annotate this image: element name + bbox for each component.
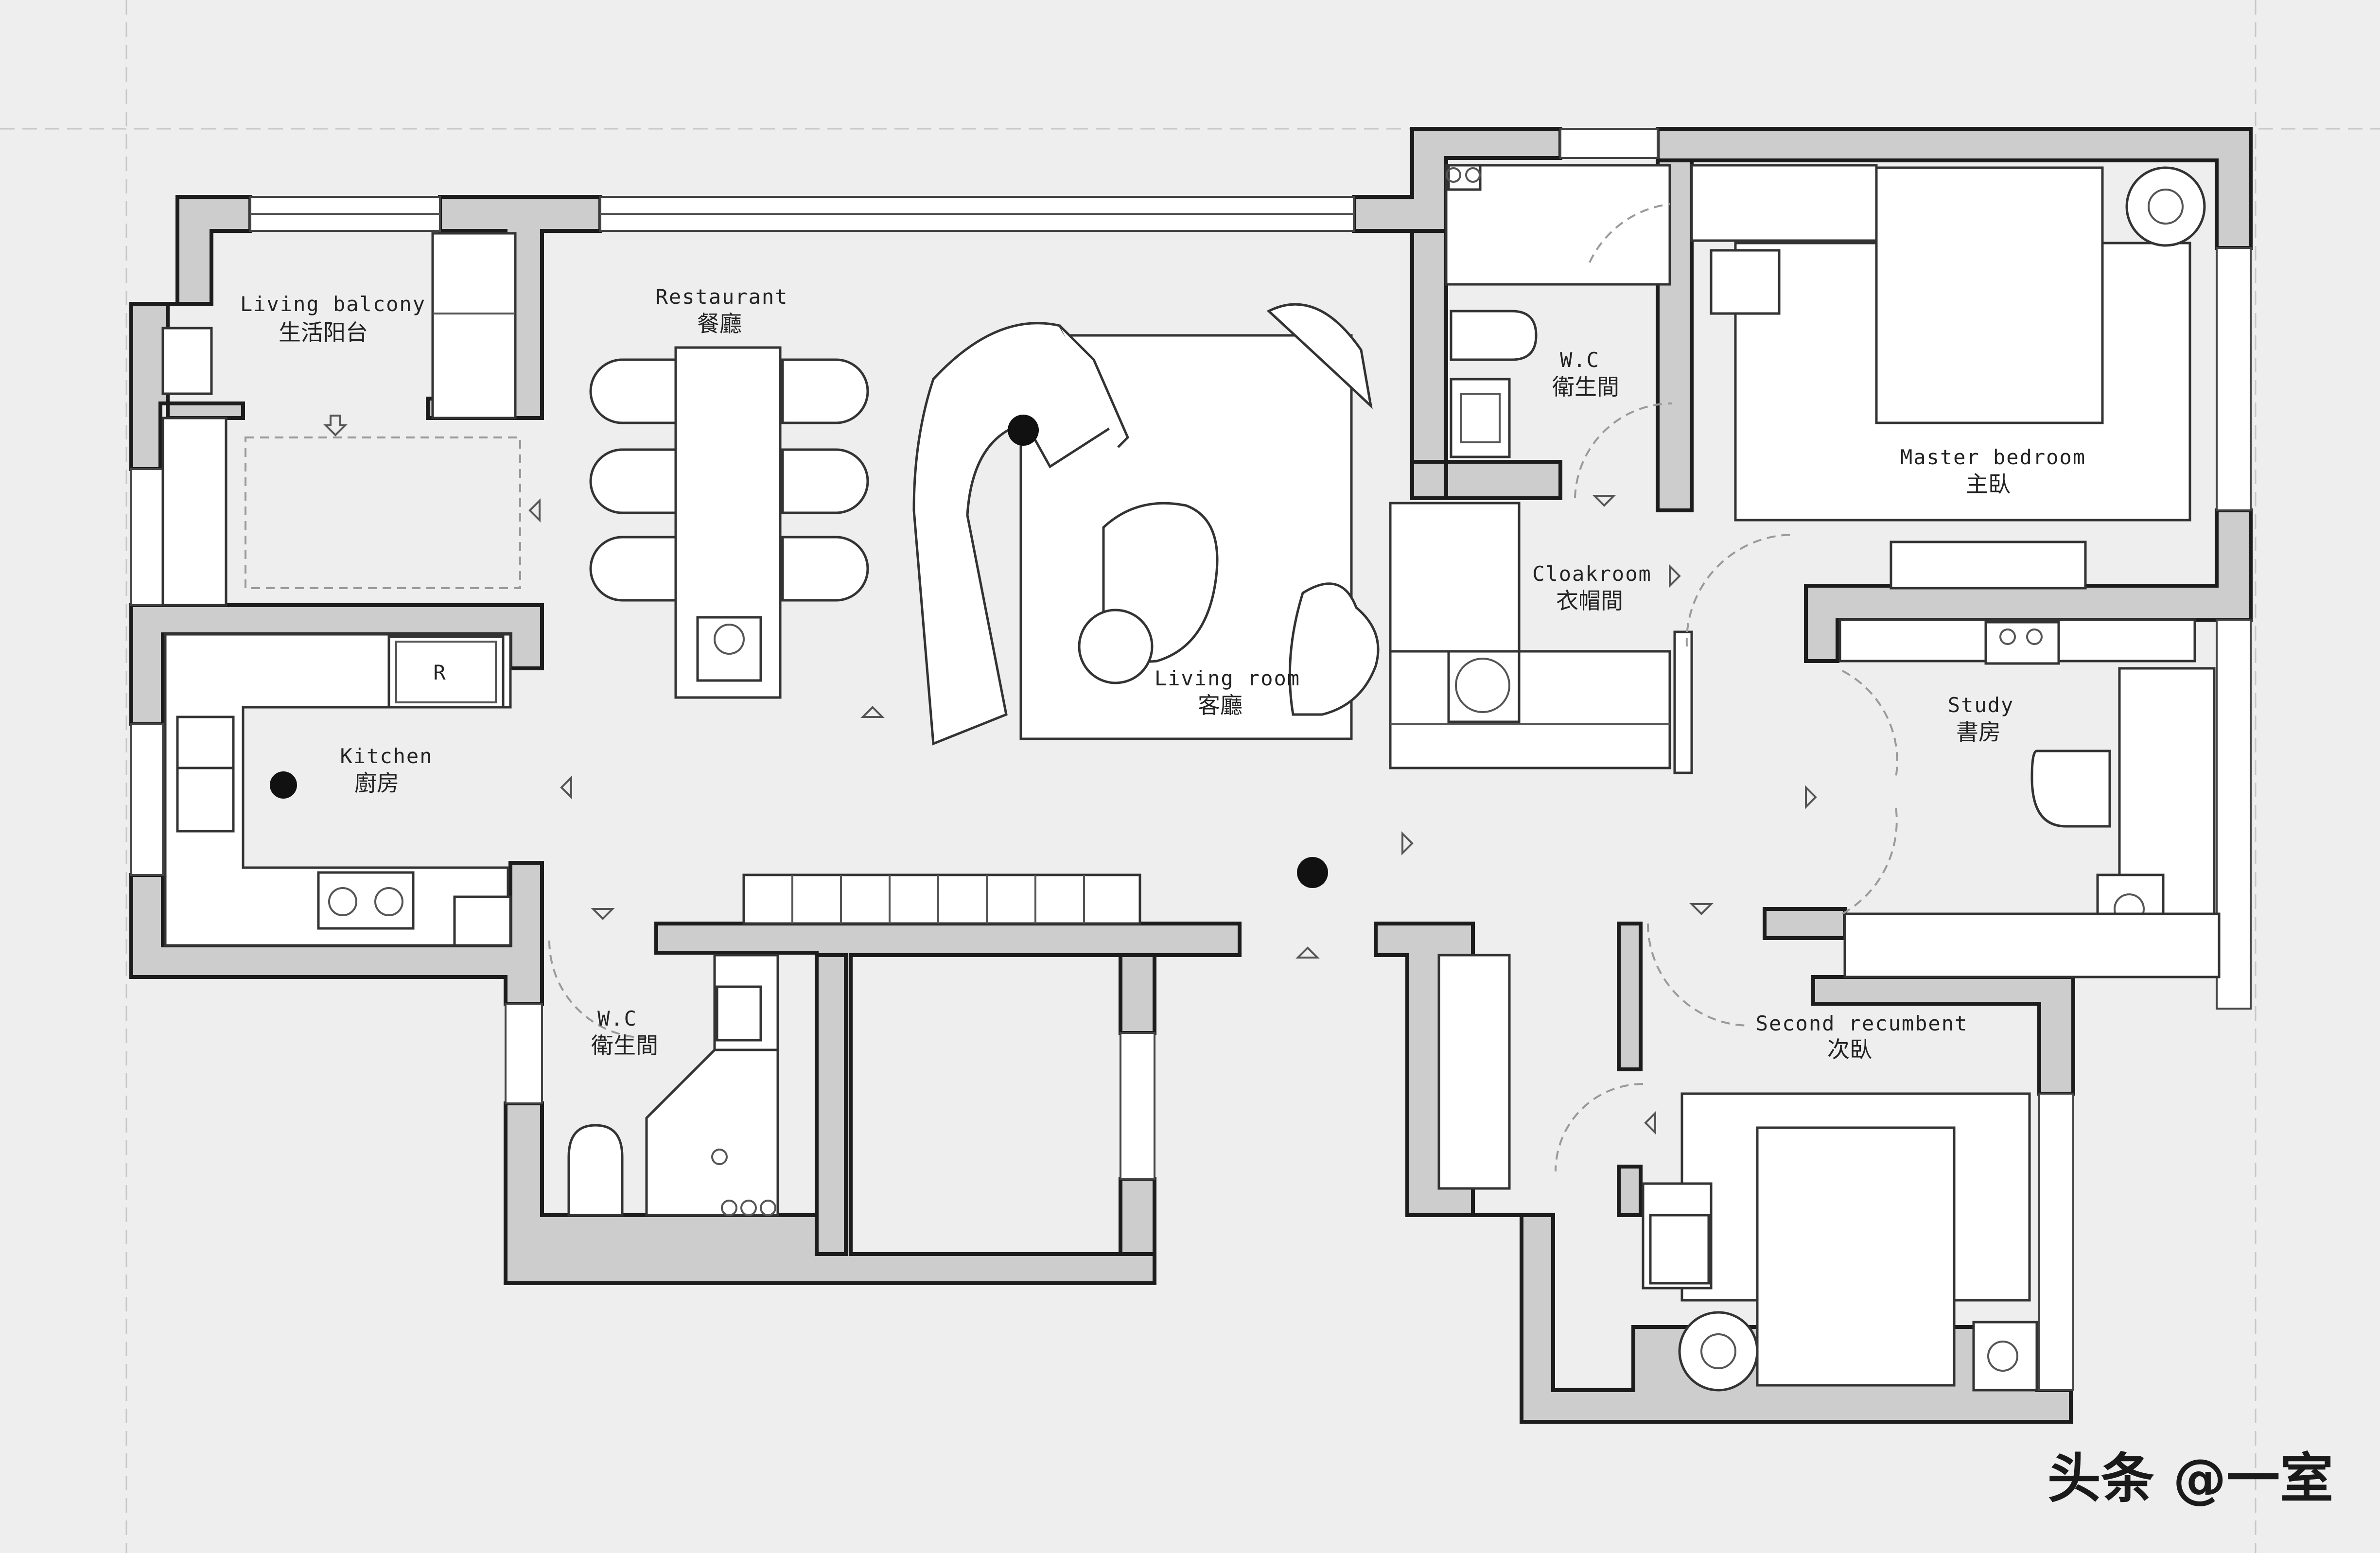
restaurant-label: Restaurant xyxy=(656,285,788,309)
people xyxy=(270,415,1328,888)
restaurant-label-zh: 餐廳 xyxy=(697,311,742,337)
wc-bottom-label: W.C xyxy=(597,1007,637,1030)
wc-top-label: W.C xyxy=(1560,348,1600,372)
second-recumbent-label: Second recumbent xyxy=(1756,1012,1968,1035)
wc-top-label-zh: 衛生間 xyxy=(1552,374,1619,400)
cloakroom-label: Cloakroom xyxy=(1532,562,1652,586)
watermark: 头条 @一室 xyxy=(2048,1448,2333,1510)
cloakroom-label-zh: 衣帽間 xyxy=(1556,588,1623,614)
fridge-mark: R xyxy=(433,661,446,684)
windows xyxy=(130,128,2252,1391)
wc-bottom-label-zh: 衛生間 xyxy=(591,1032,658,1059)
kitchen-label: Kitchen xyxy=(340,744,433,768)
master-bedroom-label-zh: 主臥 xyxy=(1966,471,2011,497)
study-label: Study xyxy=(1948,693,2014,717)
second-recumbent-label-zh: 次臥 xyxy=(1827,1036,1872,1063)
flow-arrows xyxy=(323,415,1817,1135)
living-balcony-label-zh: 生活阳台 xyxy=(279,319,368,346)
room-labels: Living balcony 生活阳台 Restaurant 餐廳 Kitche… xyxy=(240,285,2086,1063)
living-room-label-zh: 客廳 xyxy=(1198,692,1242,718)
master-bedroom-label: Master bedroom xyxy=(1900,445,2086,469)
living-room-label: Living room xyxy=(1155,666,1300,690)
study-label-zh: 書房 xyxy=(1956,719,2001,745)
living-balcony-label: Living balcony xyxy=(240,292,426,316)
kitchen-label-zh: 廚房 xyxy=(354,770,399,796)
furniture: R xyxy=(161,164,2221,1392)
door-swings xyxy=(548,203,1898,1172)
